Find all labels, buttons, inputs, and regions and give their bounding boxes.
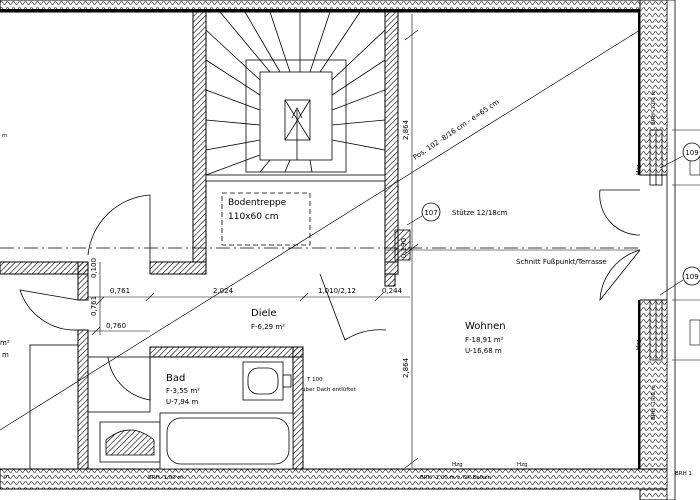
stair-size: 110x60 cm	[228, 212, 279, 222]
bad-area: F-3,55 m²	[166, 387, 200, 395]
dim-2864-bottom: 2,864	[402, 357, 410, 378]
dim-0244: 0,244	[382, 287, 403, 295]
marker-107-label: 107	[424, 209, 437, 217]
right-terrace-frame	[672, 129, 700, 361]
diele-area: F-6,29 m²	[251, 323, 285, 331]
dim-0100: 0,100	[90, 258, 98, 278]
bad-name: Bad	[166, 373, 185, 384]
brh-bottom-center: BRH -1,00 m v. OK Balken	[420, 475, 492, 481]
marker-109-bottom-label: 109	[685, 273, 698, 281]
marker-109-top-label: 109	[685, 149, 698, 157]
dim-1010: 1,010/2,12	[318, 287, 356, 295]
right-wall-inner-bottom	[638, 300, 640, 469]
stair-label: Bodentreppe	[228, 198, 287, 208]
bathroom-fixtures	[29, 344, 294, 470]
dim-2024: 2,024	[213, 287, 234, 295]
hzg-right-bottom: Hzg.	[636, 337, 642, 350]
schnitt-note: Schnitt Fußpunkt/Terrasse	[516, 258, 607, 266]
stair-position-note: Pos. 102 -8/16 cm - e=65 cm	[412, 98, 501, 162]
right-window-frames	[649, 0, 676, 500]
door-swings	[19, 189, 641, 401]
bottom-partial: m	[4, 474, 9, 480]
vent-note-2: über Dach entlüftet	[302, 387, 357, 393]
hzg-right-top: Hzg.	[636, 162, 642, 175]
dim-2864-top: 2,864	[402, 119, 410, 140]
inner-walls	[0, 261, 399, 470]
diele-name: Diele	[251, 308, 277, 319]
hzg-bottom-1: Hzg	[452, 462, 463, 468]
reference-lines	[0, 29, 641, 431]
stairwell-walls	[192, 11, 399, 263]
left-room-partial-1: m²	[0, 339, 10, 347]
wohnen-name: Wohnen	[465, 321, 506, 332]
bad-perimeter: U-7,94 m	[166, 398, 198, 406]
column-hatch	[394, 229, 411, 261]
stuetze-note: Stütze 12/18cm	[452, 209, 508, 217]
dim-0190: 0,190	[400, 238, 408, 258]
left-room-partial-2: m	[2, 351, 9, 359]
top-wall-inner	[0, 9, 640, 12]
dim-0761-vertical: 0,761	[90, 296, 98, 316]
marker-109-top: 109	[659, 142, 700, 169]
dimension-lines	[88, 14, 419, 469]
marker-109-bottom: 109	[659, 266, 700, 296]
brh-right-bottom: BRH -1,00 m	[651, 385, 657, 420]
brh-right-top: BRH -1,00 m	[651, 90, 657, 125]
wohnen-area: F-18,91 m²	[465, 336, 504, 344]
left-partial-label: m	[2, 133, 7, 139]
dim-0761: 0,761	[110, 287, 130, 295]
dim-0760: 0,760	[106, 322, 126, 330]
vent-note-1: T 100	[306, 377, 323, 383]
marker-107: 107	[406, 202, 441, 226]
brh-bottom-left: BRH -1,00 m	[148, 475, 183, 481]
stair	[205, 11, 386, 176]
right-wall-inner-top	[638, 12, 640, 175]
attic-hatch	[205, 174, 386, 246]
brh-bottom-right: BRH 1	[675, 471, 692, 477]
wohnen-perimeter: U-16,68 m	[465, 347, 502, 355]
hzg-bottom-2: Hzg	[517, 462, 528, 468]
